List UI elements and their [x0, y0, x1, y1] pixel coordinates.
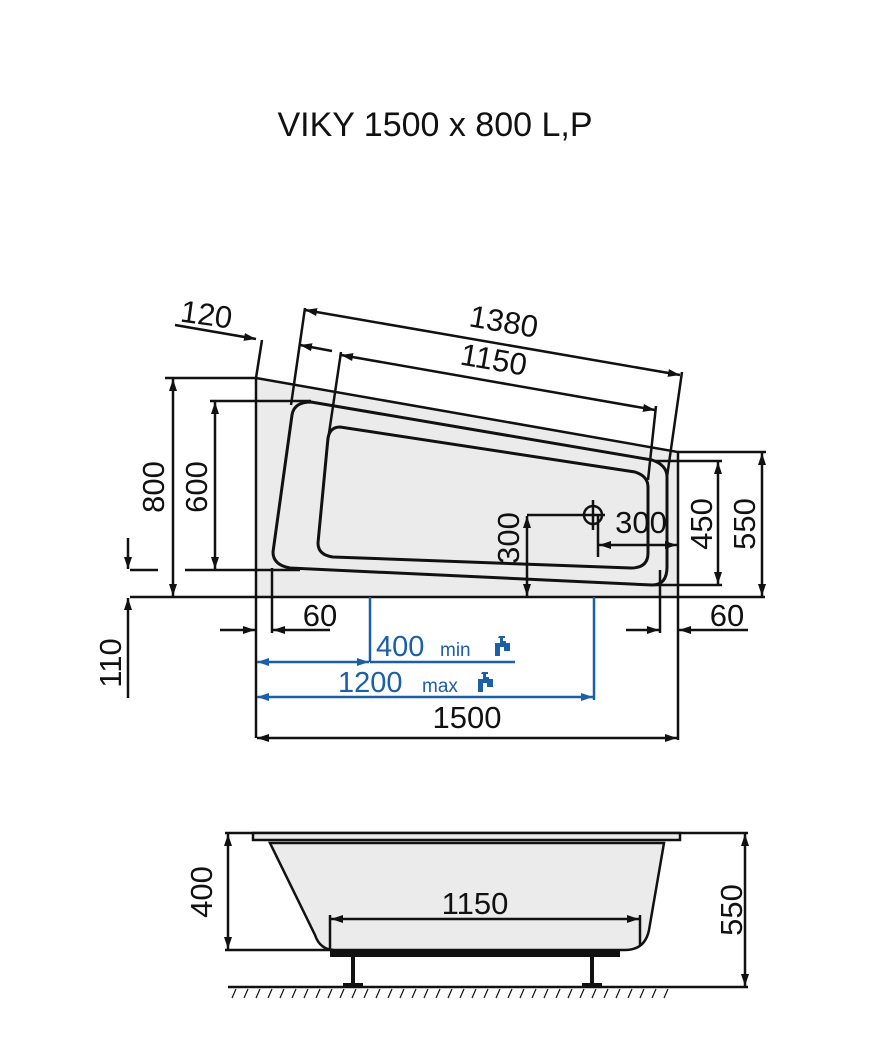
leg	[351, 957, 355, 985]
top-view: 120 1380 1150 800 600 110 300	[93, 294, 766, 742]
tub-frame	[330, 950, 620, 957]
faucet-min-value: 400	[376, 631, 424, 663]
faucet-icon	[495, 636, 510, 656]
dim-550-side: 550	[714, 884, 749, 936]
dim-60-left: 60	[303, 598, 337, 633]
faucet-max-label: max	[422, 676, 458, 697]
dim-110: 110	[93, 638, 128, 687]
floor-hatch	[231, 988, 669, 999]
tub-rim	[271, 400, 669, 587]
dim-550-top: 550	[727, 498, 762, 550]
dim-800: 800	[136, 461, 171, 513]
dim-1150-side: 1150	[442, 886, 509, 921]
tub-rim-side	[251, 831, 682, 842]
leg	[590, 957, 594, 985]
dim-1380: 1380	[467, 299, 541, 345]
faucet-range: 400 min 1200 max	[257, 597, 596, 701]
faucet-icon	[478, 672, 493, 692]
tub-outline	[256, 378, 678, 597]
dim-1500: 1500	[433, 700, 502, 735]
faucet-min-label: min	[440, 640, 471, 661]
faucet-max-value: 1200	[338, 667, 403, 699]
tub-outer-edge	[254, 339, 680, 597]
drawing-title: VIKY 1500 x 800 L,P	[277, 106, 592, 144]
dim-1150-top: 1150	[458, 337, 530, 383]
drain-icon	[527, 500, 605, 530]
dim-400: 400	[184, 866, 219, 918]
dim-60-right: 60	[710, 598, 744, 633]
dim-300-vertical: 300	[491, 512, 526, 564]
dim-600: 600	[179, 461, 214, 513]
tub-body-side	[267, 841, 666, 952]
dim-300-horizontal: 300	[615, 505, 667, 540]
dim-450: 450	[684, 498, 719, 550]
side-view: 400 1150 550	[184, 831, 749, 999]
dim-120: 120	[178, 294, 234, 336]
